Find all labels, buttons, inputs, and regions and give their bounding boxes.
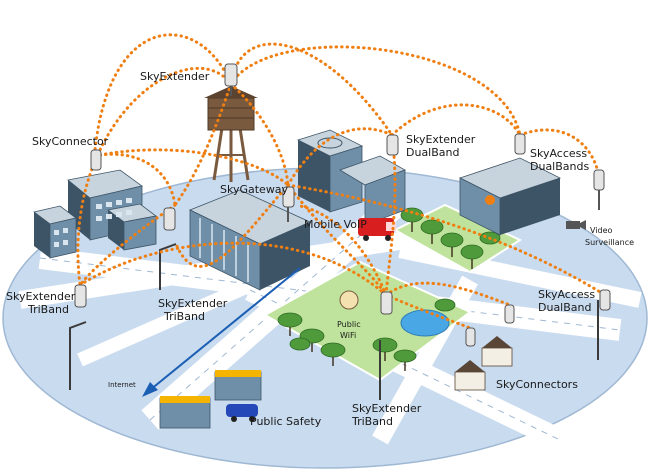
- label-video-2: Surveillance: [585, 238, 635, 247]
- police-car: [226, 404, 258, 422]
- shops: [159, 370, 262, 429]
- radio-node-dualband: [386, 134, 399, 156]
- label-skyextender-triband-mid-2: TriBand: [164, 310, 205, 323]
- label-skyextender-triband-left-1: SkyExtender: [6, 290, 76, 303]
- radio-node-tower: [224, 63, 238, 96]
- label-skyextender-triband-mid-1: SkyExtender: [158, 297, 228, 310]
- label-public-safety: Public Safety: [250, 415, 322, 428]
- apartment-windows: [54, 198, 132, 247]
- label-mobile-voip: Mobile VoIP: [304, 218, 367, 231]
- tree-trunks: [289, 222, 473, 371]
- label-skygateway: SkyGateway: [220, 183, 289, 196]
- park-trees: [277, 207, 501, 363]
- label-skyaccess-dualband-2: DualBand: [538, 301, 592, 314]
- water-tower: [204, 86, 258, 182]
- label-skyextender-dualband-2: DualBand: [406, 146, 460, 159]
- internet-link-arrow: [142, 267, 301, 397]
- label-skyextender-triband-bottom-1: SkyExtender: [352, 402, 422, 415]
- label-public-wifi-2: WiFi: [340, 331, 357, 340]
- label-public-wifi-1: Public: [337, 320, 361, 329]
- pond: [400, 309, 450, 337]
- label-skyextender-triband-left-2: TriBand: [28, 303, 69, 316]
- radio-node-skyaccess-right: [599, 289, 611, 311]
- gateway-building: [189, 189, 311, 291]
- radio-node-triband-left: [74, 207, 176, 308]
- apartment-buildings: [33, 169, 157, 259]
- label-skyextender-tower: SkyExtender: [140, 70, 210, 83]
- mesh-links: [76, 33, 607, 330]
- radio-node-skyconnectors: [465, 304, 515, 347]
- wifi-hotspot-icon: [339, 290, 359, 310]
- mobile-van: [358, 218, 396, 241]
- video-camera-icon: [566, 220, 586, 230]
- label-skyaccess-dualband-1: SkyAccess: [538, 288, 596, 301]
- radio-node-skyconnector: [90, 149, 102, 171]
- central-park: [262, 260, 472, 382]
- street-lamps: [69, 243, 599, 400]
- label-video-1: Video: [590, 226, 613, 235]
- radio-node-triband-park: [380, 291, 393, 315]
- office-building-right: [458, 157, 562, 236]
- label-skyconnectors: SkyConnectors: [496, 378, 578, 391]
- houses: [454, 336, 513, 391]
- label-skyextender-triband-bottom-2: TriBand: [352, 415, 393, 428]
- label-internet: Internet: [108, 381, 136, 389]
- label-skyextender-dualband-1: SkyExtender: [406, 133, 476, 146]
- label-skyaccess-dualbands-2: DualBands: [530, 160, 590, 173]
- label-skyaccess-dualbands-1: SkyAccess: [530, 147, 588, 160]
- label-skyconnector: SkyConnector: [32, 135, 109, 148]
- radio-node-skyaccess-top: [514, 133, 605, 210]
- radio-node-gateway: [282, 186, 295, 222]
